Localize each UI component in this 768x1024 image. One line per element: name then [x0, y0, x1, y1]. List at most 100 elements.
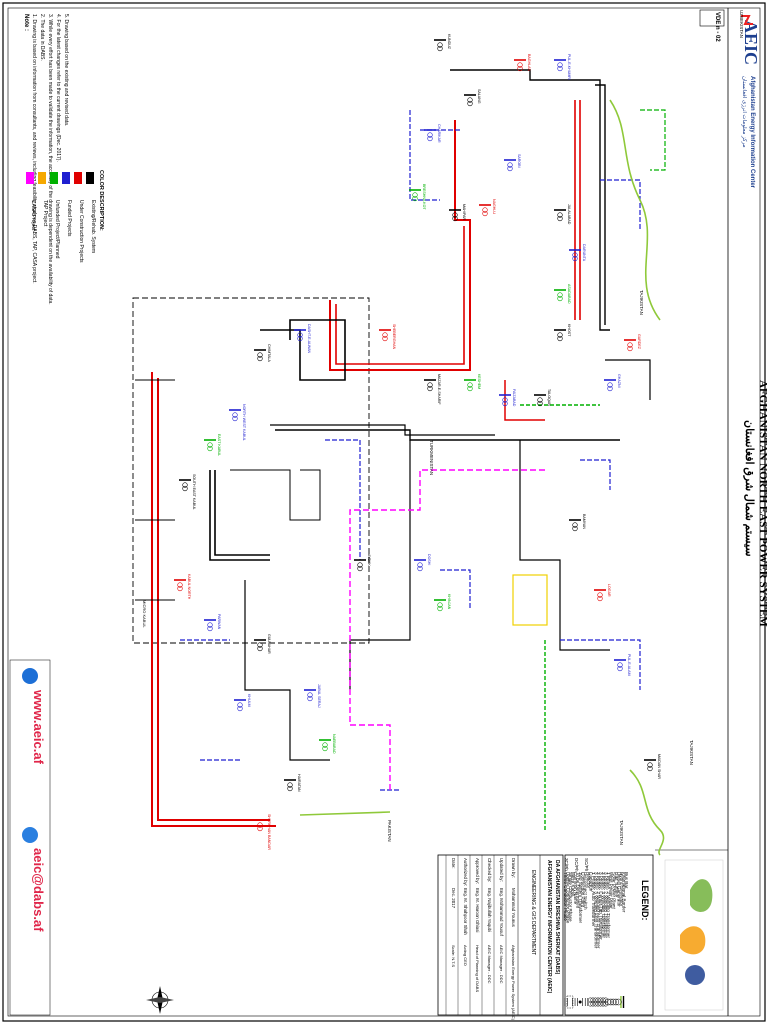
substation-node[interactable]: JABUL SERAJ — [304, 684, 321, 708]
substation-node[interactable]: SOUTH EAST KABUL — [179, 474, 196, 510]
substation-node[interactable]: GHAZNI — [604, 374, 621, 392]
substation-node[interactable]: LOGAR — [594, 584, 611, 602]
substation-node[interactable]: FAIZABAD — [499, 389, 516, 407]
substation-node[interactable]: KABUL NORTH — [174, 574, 191, 600]
substation-label: SOUTH EAST KABUL — [192, 474, 196, 510]
transformer-icon — [412, 192, 418, 198]
substation-node[interactable]: JALALABAD — [554, 204, 571, 225]
legend-item: 3 Phase, 2 Winding Transformer — [600, 872, 609, 1007]
legend-item-label: Connection Point — [581, 872, 586, 908]
note-item: 2. The data in DABS. — [39, 14, 45, 61]
contact-strip — [9, 659, 51, 1016]
transformer-icon — [177, 582, 183, 588]
line-black-northeast — [605, 359, 651, 400]
substation-node[interactable]: GULBAHAR — [254, 634, 271, 654]
substation-node[interactable]: NAEBABAD — [319, 734, 336, 754]
substation-label: KABUL NORTH — [187, 574, 191, 600]
substation-node[interactable]: SALANG — [464, 89, 481, 107]
transformer-icon — [557, 292, 563, 298]
transformer-icon — [557, 212, 563, 218]
line-red-mid — [504, 380, 545, 421]
substation-node[interactable]: NAGHLU — [479, 199, 496, 217]
substation-label: GULBAHAR — [267, 634, 271, 654]
transformer-icon — [297, 332, 303, 338]
line-red-north — [329, 120, 471, 371]
substation-node[interactable]: PARWAN — [204, 614, 221, 632]
substation-node[interactable]: SHEBERGHAN — [379, 324, 396, 350]
substation-label: EAST KABUL — [217, 434, 221, 456]
substation-node[interactable]: MAIDAN SHAR — [644, 754, 661, 779]
transformer-icon — [452, 212, 458, 218]
transformer-icon — [322, 742, 328, 748]
substation-node[interactable]: AYBAK — [354, 554, 371, 572]
substation-label: NAGHLU — [492, 199, 496, 214]
title-row-label: Authorized by: — [463, 858, 468, 886]
title-row-label: Approved by: — [475, 858, 480, 884]
substation-node[interactable]: SAROBI — [504, 154, 521, 172]
micro-kabul-label: MICRO KABUL — [142, 600, 147, 628]
substation-label: JABUL SERAJ — [317, 684, 321, 708]
substation-node[interactable]: KHINJAN — [434, 594, 451, 612]
substation-node[interactable]: GARDEZ — [624, 334, 641, 352]
substation-node[interactable]: CHIMTALA — [254, 344, 271, 363]
substation-node[interactable]: KHOST — [554, 324, 571, 342]
substation-label: SHEBERGHAN — [392, 324, 396, 350]
legend-item: Bus Bar — [622, 872, 629, 1008]
color-description-label: TAP Project — [42, 200, 48, 227]
substation-label: ASADABAD — [567, 284, 571, 304]
substation-node[interactable]: PUL-E-KHUMRI — [554, 54, 571, 80]
transformer-icon — [437, 42, 443, 48]
substation-node[interactable]: NORTH WEST KABUL — [229, 404, 246, 441]
substation-node[interactable]: KESHEM — [464, 374, 481, 392]
line-black-south — [244, 580, 330, 761]
legend-item-label: Bus Bar — [624, 872, 629, 889]
substation-node[interactable]: HAIRATAN — [284, 774, 301, 792]
note-item: 3. While every effort has been made to v… — [47, 14, 53, 305]
substation-label: SAROBI — [517, 154, 521, 168]
substation-node[interactable]: DASHT-E-ALWAN — [294, 324, 311, 354]
substation-node[interactable]: SHERKHAN BANDAR — [254, 814, 271, 850]
transformer-icon — [357, 562, 363, 568]
substation-node[interactable]: MAZAR-E-SHARIF — [424, 374, 441, 405]
substation-node[interactable]: BAGHLAN — [514, 54, 531, 72]
substation-node[interactable]: DOSHI — [414, 554, 431, 572]
substation-node[interactable]: BAMYAN — [569, 514, 586, 532]
color-description-label: Funded Projects — [66, 200, 72, 237]
legend-item-label: Diesel Generator — [616, 872, 621, 907]
substation-node[interactable]: KUNDUZ — [434, 34, 451, 52]
color-description-label: Existing/Rehab. System — [90, 200, 96, 253]
substation-node[interactable]: CHARIKAR — [424, 124, 441, 143]
transformer-icon — [627, 342, 633, 348]
substation-node[interactable]: ASADABAD — [554, 284, 571, 304]
substation-node[interactable]: BRESHNA KOT — [409, 184, 426, 210]
website-link[interactable]: www.aeic.af — [31, 689, 46, 765]
legend-item-label: Three Conductor Phase — [563, 872, 568, 921]
legend-item: Gas Turbine — [610, 872, 619, 1006]
substation-node[interactable]: DARUNTA — [569, 244, 586, 262]
logo-mark: AEIC — [741, 20, 761, 65]
country-label: TAJIKISTAN — [639, 290, 644, 315]
legend-item-label: Micro Kabul — [570, 872, 575, 896]
substation-node[interactable]: PUL-E-ALAM — [614, 654, 631, 676]
substation-node[interactable]: EAST KABUL — [204, 434, 221, 456]
substation-label: TALOQAN — [547, 389, 551, 406]
transformer-icon — [182, 482, 188, 488]
substation-label: MAIDAN SHAR — [657, 754, 661, 779]
transformer-icon — [502, 397, 508, 403]
substation-node[interactable]: TALOQAN — [534, 389, 551, 406]
legend-item: Two System Transformer — [577, 872, 583, 1006]
substation-node[interactable]: MAHIPAR — [449, 204, 466, 222]
globe-icon — [22, 668, 38, 684]
legend-item-label: Single Conductor Phase — [568, 872, 573, 922]
substation-node[interactable]: KHULM — [234, 694, 251, 712]
title-row-note: Scale: N.T.S — [451, 945, 456, 967]
conductor-code: SC/Ph — [584, 858, 589, 872]
transformer-icon — [427, 382, 433, 388]
legend-item: Reactor — [584, 872, 591, 1006]
email-link[interactable]: aeic@dabs.af — [31, 848, 46, 932]
legend-item-label: To be Determined — [576, 872, 581, 909]
header-logo: AEIC Afghanistan Energy Information Cent… — [741, 20, 761, 189]
title-row-value: Eng. Mohammad Yousuf — [499, 888, 504, 937]
